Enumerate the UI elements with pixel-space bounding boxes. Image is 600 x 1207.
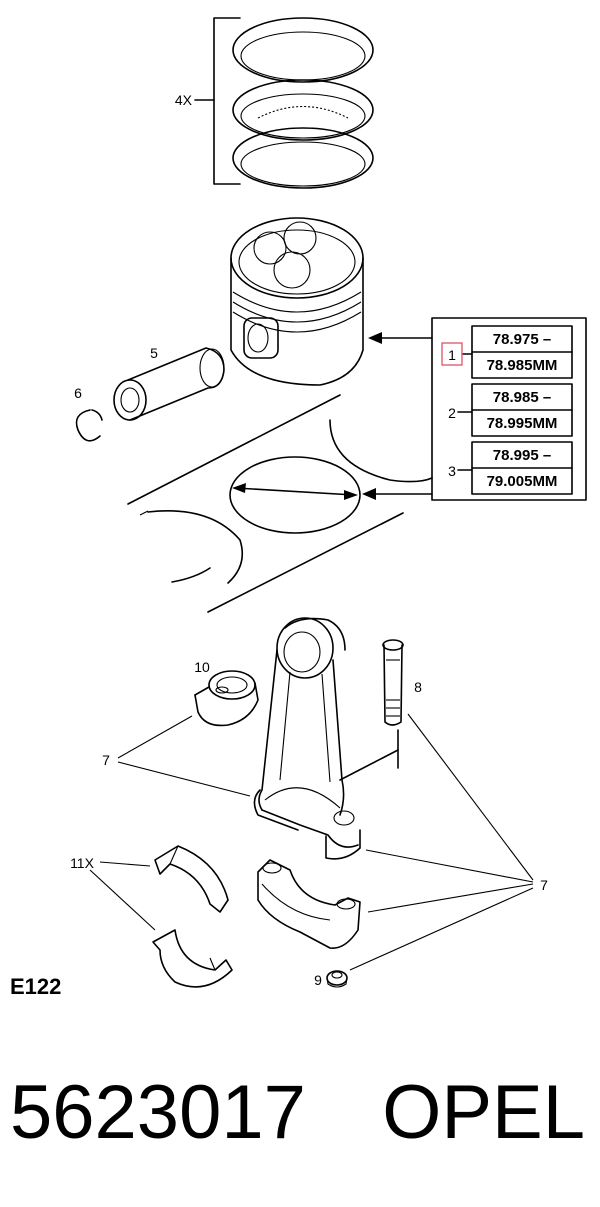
size-row-upper: 78.995 – [493, 447, 551, 464]
connecting-rod [253, 617, 399, 860]
small-end-bush [194, 670, 259, 727]
size-row-1: 1 78.975 – 78.985MM [441, 325, 573, 379]
size-row-index: 3 [448, 463, 456, 479]
bearing-shells [152, 845, 233, 988]
piston [230, 217, 364, 386]
highlight-box [441, 342, 463, 366]
piston-pin [113, 347, 225, 421]
brand-name: OPEL [382, 1070, 585, 1155]
callout-bush: 10 [194, 659, 210, 675]
rod-cap [257, 859, 361, 949]
callout-circlip: 6 [74, 385, 82, 401]
part-number: 5623017 [10, 1070, 306, 1155]
callout-nut: 9 [314, 972, 322, 988]
size-row-2: 2 78.985 – 78.995MM [448, 383, 573, 437]
callout-bolt: 8 [414, 679, 422, 695]
cap-bolt [382, 639, 404, 769]
cylinder-block [127, 394, 433, 613]
size-row-lower: 78.985MM [487, 357, 558, 374]
leader-lines [89, 713, 534, 971]
callout-rings-qty: 4X [175, 92, 193, 108]
size-row-index: 2 [448, 405, 456, 421]
size-table: 1 78.975 – 78.985MM 2 78.985 – 78.995MM … [362, 317, 587, 501]
size-row-upper: 78.975 – [493, 331, 551, 348]
callout-seven-right: 7 [540, 877, 548, 893]
figure-code: E122 [10, 974, 61, 999]
size-row-upper: 78.985 – [493, 389, 551, 406]
piston-rings [194, 17, 374, 189]
size-row-lower: 78.995MM [487, 415, 558, 432]
size-row-lower: 79.005MM [487, 473, 558, 490]
callout-pin: 5 [150, 345, 158, 361]
piston-circlip [75, 409, 103, 442]
size-row-3: 3 78.995 – 79.005MM [448, 441, 573, 495]
callout-seven-left: 7 [102, 752, 110, 768]
callout-bearings-qty: 11X [70, 855, 95, 871]
cap-nut [326, 970, 348, 988]
size-row-index: 1 [448, 347, 456, 363]
